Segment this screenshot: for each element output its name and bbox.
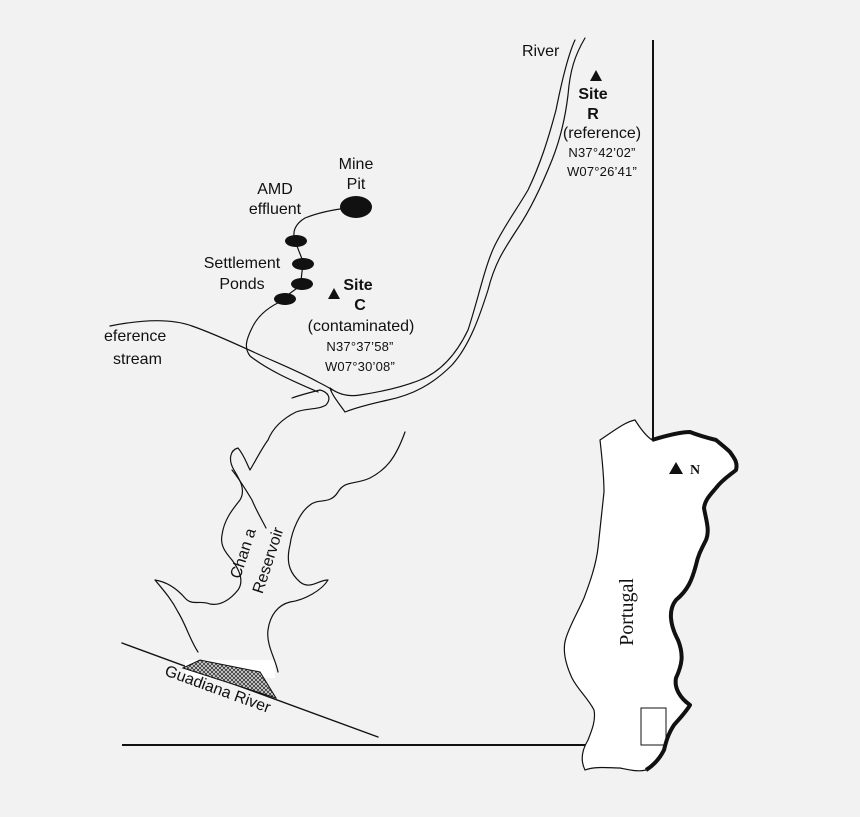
label-site-c-3: (contaminated) — [308, 318, 415, 335]
label-site-r-2: R — [587, 106, 599, 123]
label-river: River — [522, 43, 560, 60]
label-mine-2: Pit — [347, 176, 366, 193]
portugal-outline — [563, 419, 738, 772]
label-mine-1: Mine — [339, 156, 374, 173]
site-r-marker — [590, 70, 602, 81]
portugal-spain-border — [644, 430, 739, 772]
settlement-pond-1 — [285, 235, 307, 247]
north-arrow — [669, 462, 683, 474]
label-settlement-2: Ponds — [219, 276, 264, 293]
reference-stream — [109, 320, 333, 391]
label-reference-stream-2: stream — [113, 351, 162, 368]
site-c-marker — [328, 288, 340, 299]
label-site-c-2: C — [354, 297, 366, 314]
label-site-r-lon: W07°26’41” — [567, 164, 637, 179]
label-amd-2: effluent — [249, 201, 302, 218]
label-amd-1: AMD — [257, 181, 293, 198]
label-site-c-lat: N37°37’58” — [326, 339, 393, 354]
reservoir-outline — [154, 389, 406, 673]
label-site-r-1: Site — [578, 86, 607, 103]
river-channel — [329, 37, 586, 413]
study-area-box — [640, 707, 667, 746]
mine-pit — [340, 196, 372, 218]
label-reference-stream-1: eference — [104, 328, 166, 345]
label-portugal: Portugal — [616, 578, 638, 646]
label-site-c-lon: W07°30’08” — [325, 359, 395, 374]
label-north: N — [690, 463, 700, 478]
settlement-pond-2 — [292, 258, 314, 270]
dam-hatched — [181, 659, 278, 699]
river-channel-west-bank — [329, 39, 576, 397]
settlement-pond-3 — [291, 278, 313, 290]
reservoir-arm — [231, 469, 267, 529]
label-site-r-3: (reference) — [563, 125, 641, 142]
label-settlement-1: Settlement — [204, 255, 281, 272]
label-site-r-lat: N37°42’02” — [568, 145, 635, 160]
label-site-c-1: Site — [343, 277, 372, 294]
settlement-pond-4 — [274, 293, 296, 305]
